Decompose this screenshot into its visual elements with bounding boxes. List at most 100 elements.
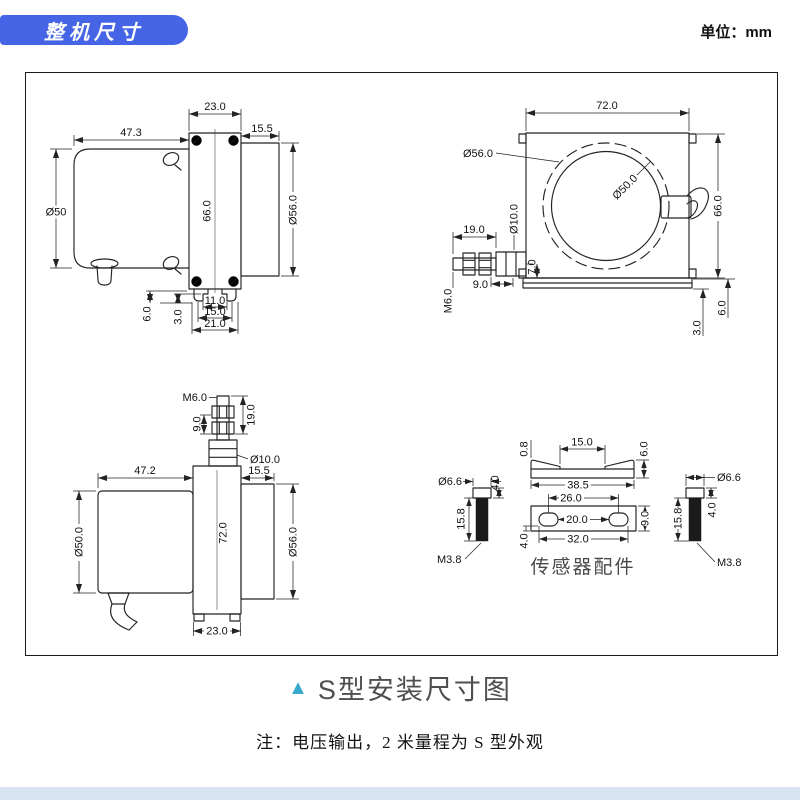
dim-front-shaft-dia: Ø10.0: [509, 204, 521, 250]
dim-side-body-dia: Ø50: [43, 148, 72, 269]
drawing-board: 23.0 47.3 Ø50 15.5 66.0: [25, 72, 778, 656]
dim-side-body-width: 47.3: [73, 127, 189, 146]
dim-label: Ø10.0: [250, 454, 280, 466]
note-text: 注：电压输出，2 米量程为 S 型外观: [256, 733, 544, 752]
bolt-right-outline: [685, 487, 705, 499]
dim-vert-cap-width: 15.5: [241, 465, 275, 482]
dim-side-foot-inner: 11.0: [202, 295, 228, 311]
dim-label: M3.8: [437, 554, 461, 566]
dim-plate-outer-length: 32.0: [538, 526, 629, 546]
dim-front-shaft-length: 19.0: [452, 224, 497, 254]
dim-front-thread-spec: M6.0: [443, 272, 455, 313]
dim-plate-height: 9.0: [638, 505, 652, 532]
dim-vert-shaft-dia: Ø10.0: [236, 454, 280, 466]
dim-label: 15.0: [571, 437, 592, 449]
dim-side-foot-height: 6.0: [142, 290, 192, 322]
dim-label: Ø56.0: [288, 527, 300, 557]
dim-label: 7.0: [527, 259, 539, 274]
dim-front-height: 66.0: [693, 133, 725, 279]
dim-label: 15.8: [456, 508, 468, 529]
dim-label: M6.0: [443, 289, 455, 313]
dim-front-width: 72.0: [525, 100, 690, 131]
dim-label: 6.0: [717, 300, 729, 315]
dim-label: 15.5: [251, 123, 272, 135]
dim-label: Ø10.0: [509, 204, 521, 234]
caption-title: S型安装尺寸图: [317, 675, 512, 705]
corner-screws: [191, 135, 239, 287]
dim-plate-edge: 4.0: [519, 525, 538, 549]
dim-label: Ø56.0: [463, 148, 493, 160]
dim-label: 20.0: [566, 514, 587, 526]
dim-label: 6.0: [142, 306, 154, 321]
dim-clip-width: 38.5: [530, 479, 635, 492]
dim-label: Ø50: [46, 207, 67, 219]
dim-label: M3.8: [717, 557, 741, 569]
bottom-bar: [0, 787, 800, 800]
dim-label: 72.0: [596, 100, 617, 112]
dim-boltL-thread: M3.8: [437, 542, 482, 566]
dim-label: 0.8: [519, 441, 531, 456]
dim-plate-hole-pitch: 26.0: [548, 492, 619, 513]
dim-vert-thread-spec: M6.0: [183, 392, 217, 404]
dim-front-outer-dia: Ø56.0: [463, 148, 560, 163]
unit-label: 单位：mm: [700, 24, 772, 41]
side-view-drawing: 23.0 47.3 Ø50 15.5 66.0: [43, 101, 300, 334]
dim-label: 4.0: [490, 475, 502, 490]
front-view-drawing: 72.0 66.0 Ø56.0 Ø50.0 19.0: [443, 100, 735, 336]
dim-label: 47.3: [120, 127, 141, 139]
dim-label: 4.0: [707, 502, 719, 517]
dim-vert-body-dia: Ø50.0: [73, 490, 96, 594]
dim-label: 9.0: [640, 511, 652, 526]
dim-boltL-head-h: 4.0: [490, 475, 504, 499]
dim-label: 3.0: [692, 320, 704, 335]
dim-label: 19.0: [246, 404, 258, 425]
triangle-marker-icon: ▲: [288, 676, 308, 699]
dim-label: 72.0: [218, 522, 230, 543]
dim-label: 19.0: [463, 224, 484, 236]
dim-vert-body-width: 47.2: [97, 465, 193, 488]
clip-outline: [530, 459, 635, 479]
dim-vert-nut-section: 9.0: [192, 414, 211, 435]
dim-vert-plate-width: 23.0: [193, 622, 241, 638]
dim-label: Ø50.0: [611, 173, 641, 203]
dim-clip-height: 6.0: [636, 441, 651, 479]
dim-side-foot-step: 3.0: [173, 293, 201, 325]
caption: ▲ S型安装尺寸图: [0, 668, 800, 707]
dim-boltR-head-dia: Ø6.6: [685, 472, 741, 486]
dim-label: 23.0: [204, 101, 225, 113]
dim-label: M6.0: [183, 392, 207, 404]
dim-label: 66.0: [713, 195, 725, 216]
dim-boltR-length: 15.8: [672, 497, 689, 542]
accessories-label: 传感器配件: [530, 556, 635, 578]
dim-label: 3.0: [173, 309, 185, 324]
dim-clip-thickness: 0.8: [519, 440, 532, 458]
dim-vert-shaft-length: 19.0: [231, 395, 258, 435]
dim-label: 47.2: [134, 465, 155, 477]
dim-side-cap-width: 15.5: [241, 123, 280, 141]
vertical-view-drawing: M6.0 19.0 9.0 Ø10.0 47.2: [73, 392, 300, 638]
dim-front-nut-section: 9.0: [473, 277, 514, 291]
dim-label: 15.0: [204, 306, 225, 318]
dim-label: Ø6.6: [717, 472, 741, 484]
dim-front-inner-dia: Ø50.0: [611, 161, 651, 203]
dim-label: 21.0: [204, 318, 225, 330]
front-view-outline: [452, 132, 710, 289]
accessories-drawing: Ø6.6 4.0 15.8 M3.8: [437, 437, 741, 579]
dim-label: 9.0: [473, 279, 488, 291]
dim-label: 38.5: [567, 480, 588, 492]
dim-front-shaft-offset: 7.0: [526, 259, 541, 278]
dim-side-cap-dia: Ø56.0: [281, 142, 300, 277]
dim-side-foot-outer: 21.0: [191, 302, 239, 334]
section-badge: 整机尺寸: [0, 15, 188, 45]
dim-label: 26.0: [560, 493, 581, 505]
dim-label: 66.0: [202, 200, 214, 221]
dim-label: 32.0: [567, 534, 588, 546]
dim-label: 11.0: [205, 295, 226, 307]
dim-label: 4.0: [519, 533, 531, 548]
section-badge-label: 整机尺寸: [44, 21, 144, 44]
dim-boltL-head-dia: Ø6.6: [438, 476, 501, 488]
dim-plate-inner-length: 20.0: [558, 514, 609, 526]
dim-label: Ø50.0: [74, 527, 86, 557]
dim-side-foot-mid: 15.0: [197, 302, 233, 322]
